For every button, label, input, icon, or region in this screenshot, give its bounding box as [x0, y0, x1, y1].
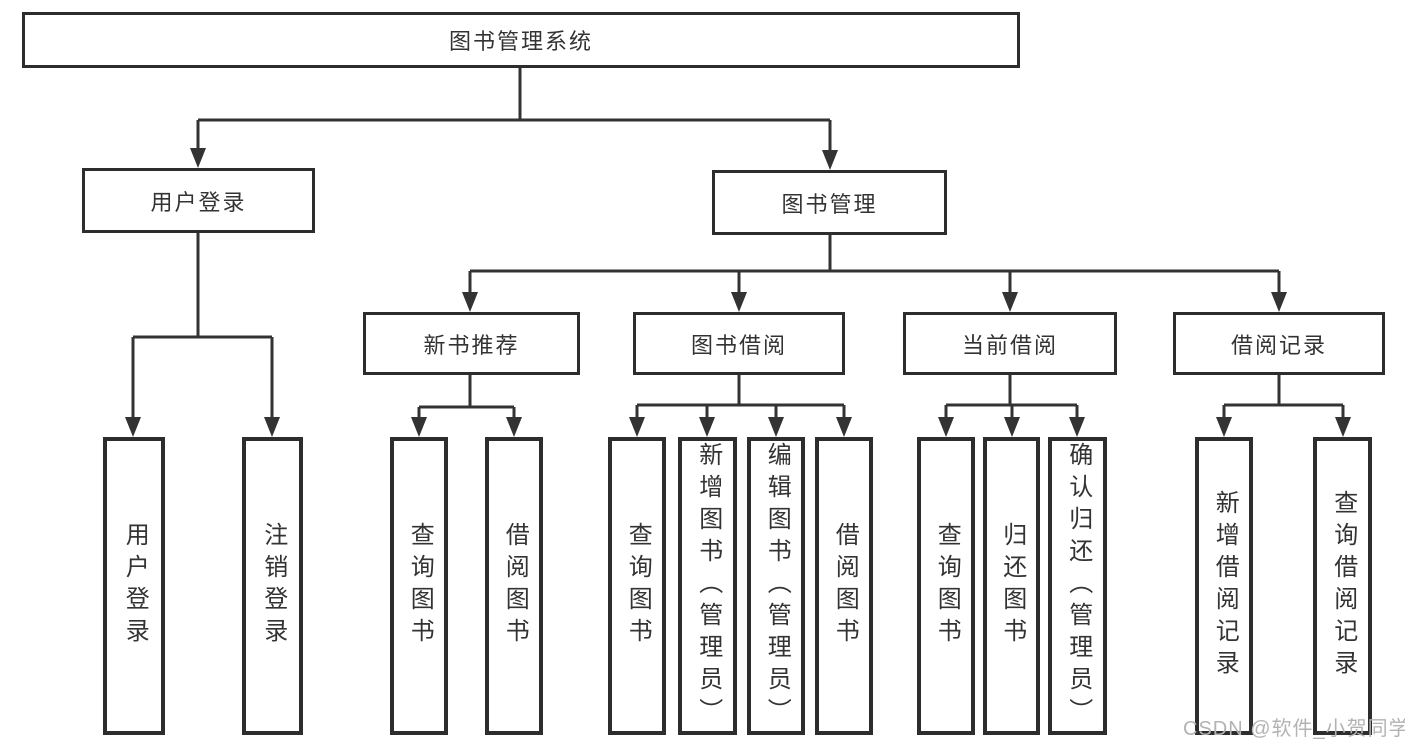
- node-leaf-user-login: 用户登录: [103, 437, 165, 735]
- node-leaf-confirm-return-admin-label: 确认归还（管理员）: [1064, 442, 1092, 730]
- node-leaf-recommend-query-books-label: 查询图书: [406, 522, 434, 650]
- node-leaf-query-borrow-record: 查询借阅记录: [1313, 437, 1372, 735]
- node-leaf-recommend-query-books: 查询图书: [390, 437, 448, 735]
- node-leaf-add-books-admin-label: 新增图书（管理员）: [694, 442, 722, 730]
- node-leaf-current-query-books: 查询图书: [917, 437, 975, 735]
- node-user-login: 用户登录: [82, 168, 315, 233]
- connector-book-management-to-level3: [462, 235, 1287, 312]
- node-leaf-return-books-label: 归还图书: [998, 522, 1026, 650]
- node-leaf-logout-label: 注销登录: [259, 522, 287, 650]
- node-book-borrow: 图书借阅: [633, 312, 845, 375]
- node-leaf-current-query-books-label: 查询图书: [933, 522, 961, 650]
- node-leaf-add-borrow-record: 新增借阅记录: [1195, 437, 1253, 735]
- node-leaf-return-books: 归还图书: [983, 437, 1040, 735]
- node-leaf-confirm-return-admin: 确认归还（管理员）: [1048, 437, 1107, 735]
- node-book-management: 图书管理: [712, 170, 947, 235]
- node-leaf-add-borrow-record-label: 新增借阅记录: [1211, 490, 1239, 682]
- node-current-borrow: 当前借阅: [903, 312, 1117, 375]
- node-leaf-borrow-query-books-label: 查询图书: [624, 522, 652, 650]
- node-leaf-user-login-label: 用户登录: [121, 522, 149, 650]
- connector-root-to-level2: [190, 68, 838, 170]
- connector-current-borrow-children: [938, 375, 1085, 437]
- node-leaf-borrow-books-label: 借阅图书: [831, 522, 859, 650]
- node-leaf-recommend-borrow-books: 借阅图书: [485, 437, 543, 735]
- node-leaf-edit-books-admin-label: 编辑图书（管理员）: [763, 442, 791, 730]
- csdn-watermark: CSDN @软件_小贺同学: [1183, 718, 1405, 740]
- connector-borrow-records-children: [1216, 375, 1351, 437]
- node-leaf-borrow-books: 借阅图书: [815, 437, 873, 735]
- node-leaf-logout: 注销登录: [242, 437, 303, 735]
- connector-new-book-recommend-children: [411, 375, 522, 437]
- node-leaf-edit-books-admin: 编辑图书（管理员）: [747, 437, 805, 735]
- connector-book-borrow-children: [629, 375, 852, 437]
- node-leaf-borrow-query-books: 查询图书: [608, 437, 666, 735]
- node-leaf-recommend-borrow-books-label: 借阅图书: [501, 522, 529, 650]
- node-leaf-query-borrow-record-label: 查询借阅记录: [1329, 490, 1357, 682]
- node-library-management-system: 图书管理系统: [22, 12, 1020, 68]
- node-leaf-add-books-admin: 新增图书（管理员）: [678, 437, 737, 735]
- node-new-book-recommend: 新书推荐: [363, 312, 580, 375]
- node-borrow-records: 借阅记录: [1173, 312, 1385, 375]
- connector-user-login-children: [125, 233, 280, 437]
